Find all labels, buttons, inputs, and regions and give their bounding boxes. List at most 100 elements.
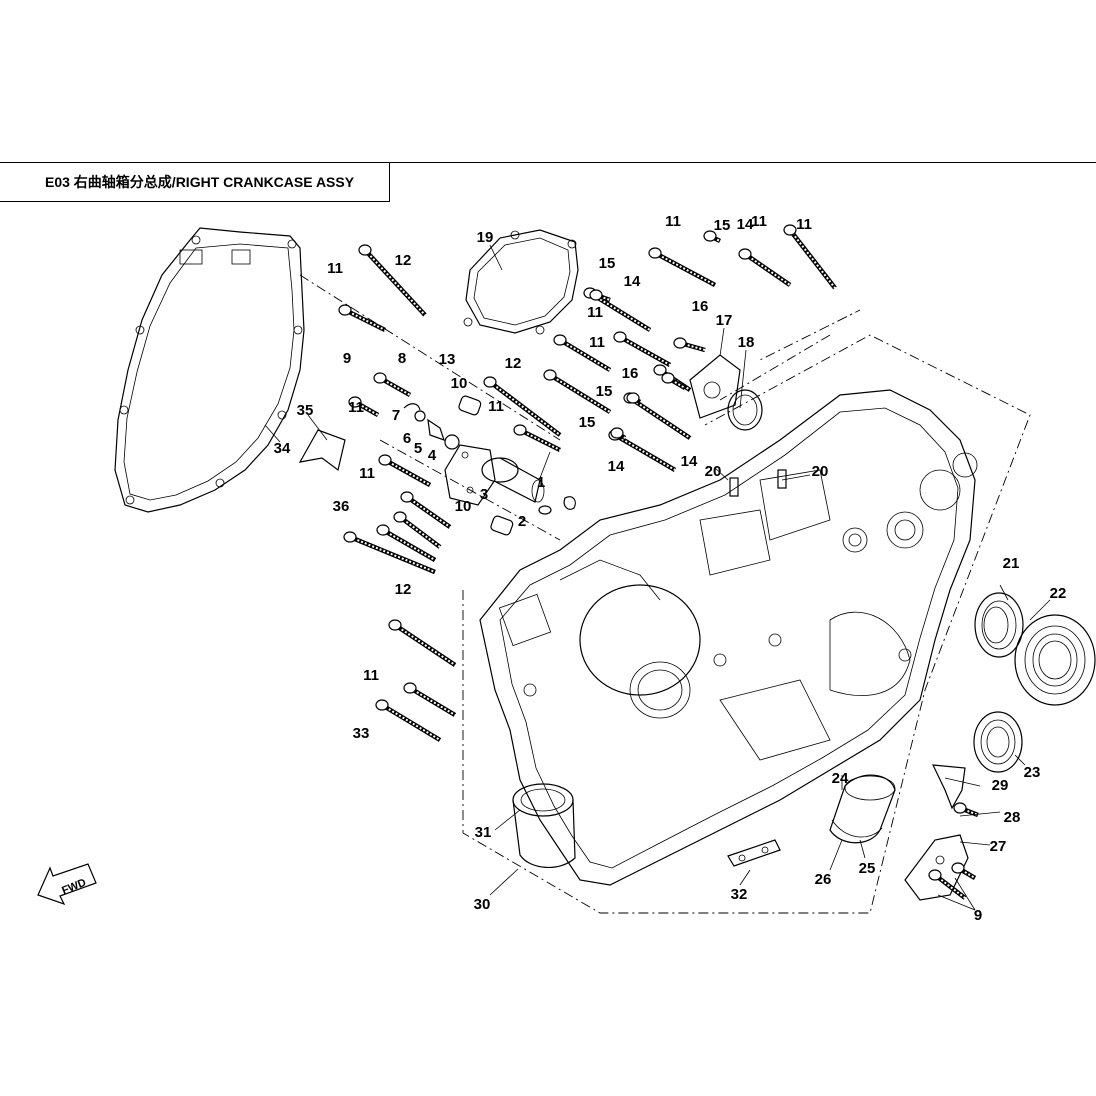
bolt <box>589 289 611 303</box>
callout-7: 7 <box>392 407 400 424</box>
title-rule <box>0 162 1096 163</box>
bolt <box>673 337 706 353</box>
oil-pump-assy-3 <box>444 444 545 506</box>
callout-1: 1 <box>537 474 545 491</box>
gasket-19 <box>463 229 579 335</box>
bolt-head <box>953 802 967 814</box>
plate-29 <box>932 764 966 810</box>
bushing-set-24-26 <box>829 774 896 844</box>
bracket-35 <box>298 429 346 472</box>
callout-23: 23 <box>1024 764 1041 781</box>
callout-15b: 15 <box>714 217 731 234</box>
small-parts-4-7 <box>403 403 576 515</box>
bolt-thread <box>519 429 561 451</box>
bolt <box>358 244 427 317</box>
bolt <box>613 331 672 367</box>
title-box: E03 右曲轴箱分总成/RIGHT CRANKCASE ASSY <box>0 162 390 202</box>
bolt-head <box>358 244 372 256</box>
callout-25: 25 <box>859 860 876 877</box>
callout-24: 24 <box>832 770 849 787</box>
bolt-head <box>513 424 527 436</box>
callout-15a: 15 <box>599 255 616 272</box>
callout-34: 34 <box>274 440 291 457</box>
bolt-head <box>393 511 407 523</box>
leader-lines <box>264 244 1051 911</box>
callout-22: 22 <box>1050 585 1067 602</box>
bolt-thread <box>381 704 441 741</box>
bolt-head <box>653 364 667 376</box>
callout-32: 32 <box>731 886 748 903</box>
callout-14d: 14 <box>681 453 698 470</box>
assembly-outline <box>299 274 1031 914</box>
callout-11h: 11 <box>359 465 375 482</box>
callout-14c: 14 <box>608 458 625 475</box>
bolt <box>626 392 642 404</box>
callout-labels: 1 2 3 4 5 6 7 8 9 9 10 10 11 11 11 11 11… <box>274 213 1067 924</box>
callout-29: 29 <box>992 777 1009 794</box>
bolt-head <box>661 372 675 384</box>
callout-11b: 11 <box>665 213 681 230</box>
callout-16b: 16 <box>622 365 639 382</box>
bolt <box>348 396 380 417</box>
bolt <box>378 454 432 487</box>
bolt-thread <box>384 459 431 486</box>
bolt <box>388 619 457 667</box>
callout-4: 4 <box>428 447 437 464</box>
bolt <box>661 372 687 390</box>
bolt-head <box>648 247 662 259</box>
callout-15c: 15 <box>596 383 613 400</box>
bolt <box>928 869 967 900</box>
bolt-thread <box>409 687 456 716</box>
callout-35: 35 <box>297 402 314 419</box>
callout-10a: 10 <box>451 375 468 392</box>
bearing-22 <box>1014 614 1096 706</box>
callout-2: 2 <box>518 513 526 530</box>
bolt-thread <box>595 294 611 301</box>
callout-16a: 16 <box>692 298 709 315</box>
plate-27 <box>904 834 969 901</box>
fwd-arrow: FWD <box>37 863 97 906</box>
callout-9b: 9 <box>974 907 982 924</box>
right-crankcase-30 <box>479 389 978 886</box>
bolt <box>373 372 412 397</box>
bolt-thread <box>959 807 979 816</box>
callout-6: 6 <box>403 430 411 447</box>
callout-11i: 11 <box>363 667 379 684</box>
bolt <box>783 224 837 290</box>
bolt-head <box>613 331 627 343</box>
bolt-thread <box>619 336 671 366</box>
callout-27: 27 <box>990 838 1007 855</box>
callout-21: 21 <box>1003 555 1020 572</box>
pin-32 <box>727 839 781 867</box>
callout-20a: 20 <box>705 463 722 480</box>
callout-36: 36 <box>333 498 350 515</box>
plate-18-17 <box>689 354 763 431</box>
bolt-head <box>928 869 942 881</box>
bolt-head <box>378 454 392 466</box>
bolt-head <box>783 224 797 236</box>
bolt <box>393 511 442 549</box>
bolt-head <box>343 531 357 543</box>
callout-11f: 11 <box>488 398 504 415</box>
callout-10b: 10 <box>455 498 472 515</box>
callout-3: 3 <box>480 486 488 503</box>
bolt <box>400 491 452 529</box>
callout-11c: 11 <box>751 213 767 230</box>
bolt-head <box>375 699 389 711</box>
bolt-thread <box>399 516 441 548</box>
diagram-title: E03 右曲轴箱分总成/RIGHT CRANKCASE ASSY <box>45 174 355 190</box>
callout-18: 18 <box>738 334 755 351</box>
callout-26: 26 <box>815 871 832 888</box>
callout-30: 30 <box>474 896 491 913</box>
callout-9a: 9 <box>343 350 351 367</box>
callout-14a: 14 <box>624 273 641 290</box>
bolt-head <box>400 491 414 503</box>
bolt-thread <box>489 381 561 436</box>
bolt <box>375 699 442 742</box>
callout-5: 5 <box>414 440 422 457</box>
bolt-head <box>626 392 640 404</box>
bolt-thread <box>394 624 456 666</box>
bolt-head <box>951 862 965 874</box>
oil-seal-31 <box>512 783 576 869</box>
